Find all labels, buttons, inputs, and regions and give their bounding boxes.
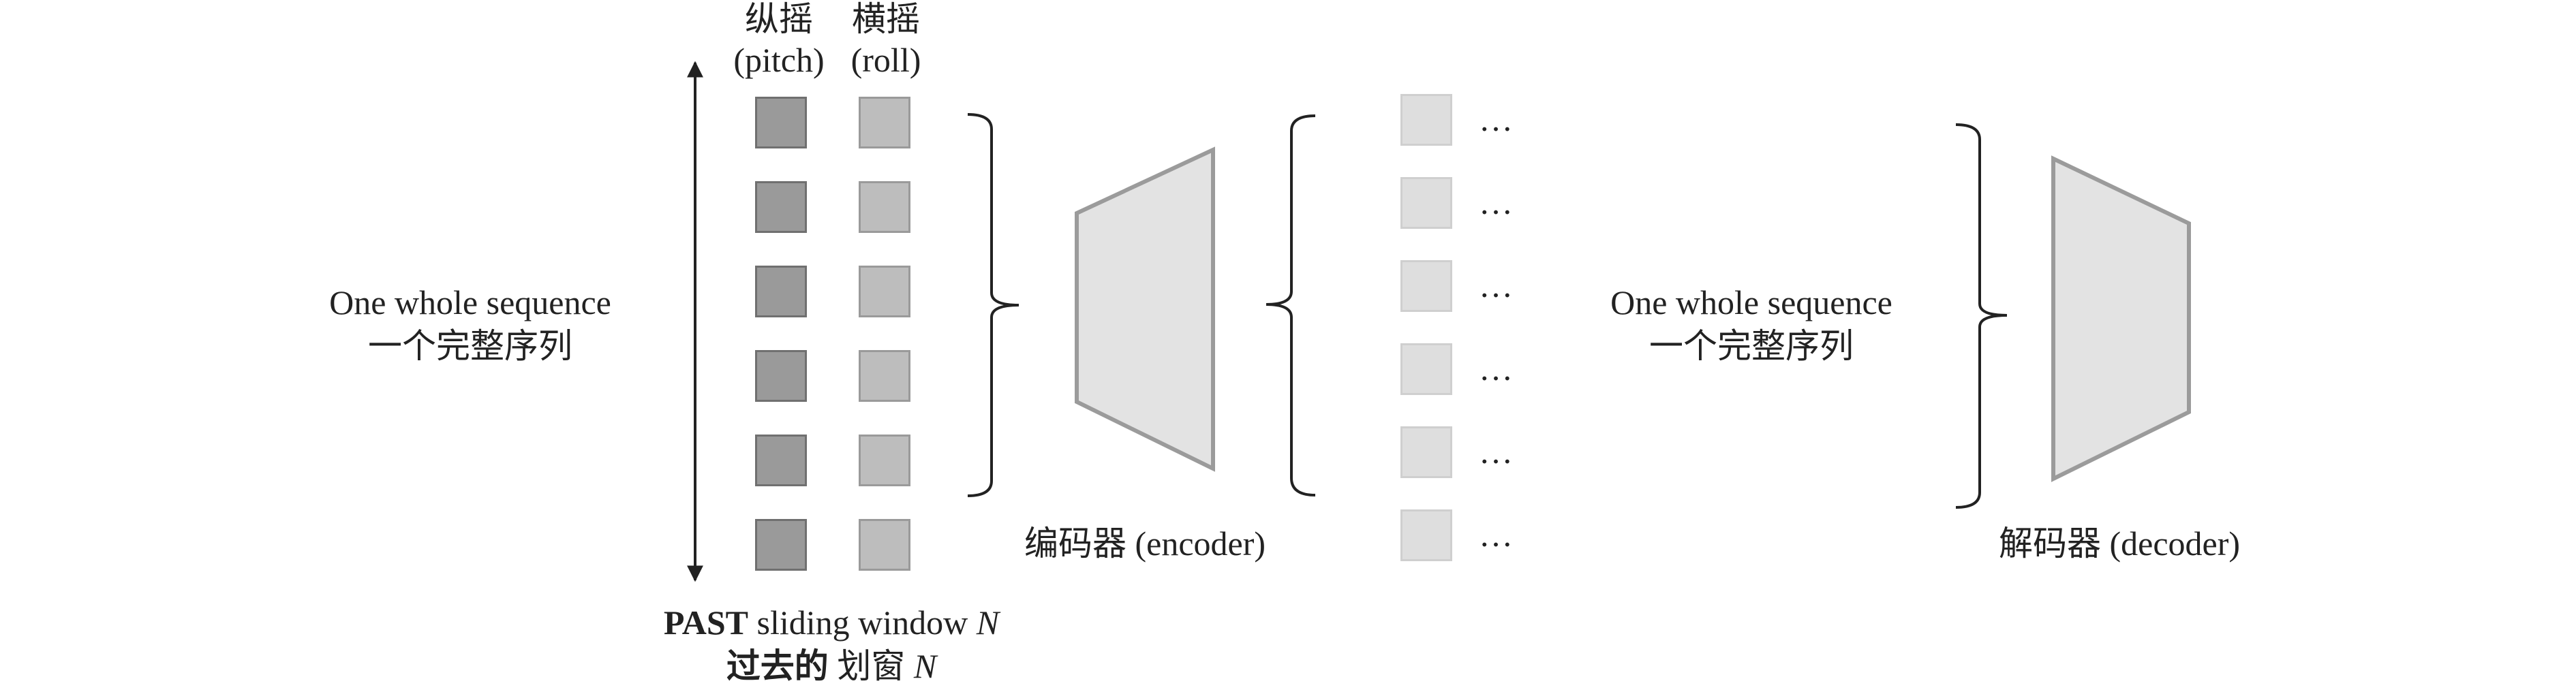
decoder-sequence-label-cn: 一个完整序列: [1649, 327, 1854, 365]
latent-cell: [1400, 509, 1452, 561]
latent-cell: [1400, 177, 1452, 229]
pitch-cell: [755, 519, 807, 571]
roll-cell: [859, 97, 910, 148]
window-label-en: PAST sliding window N: [607, 602, 1056, 643]
encoder-label: 编码器 (encoder): [1024, 524, 1266, 563]
pitch-cell: [755, 97, 807, 148]
latent-dots: …: [1479, 432, 1514, 471]
roll-cell: [859, 350, 910, 402]
decoder-trapezoid: [2051, 155, 2191, 482]
pitch-header-en: (pitch): [733, 41, 825, 79]
window-label-cn: 过去的 划窗 N: [607, 646, 1056, 687]
roll-header-en: (roll): [850, 41, 921, 79]
latent-dots: …: [1479, 516, 1514, 554]
decoder-brace: [1955, 123, 2008, 509]
window-label-en-text: sliding window: [756, 603, 968, 642]
latent-cell: [1400, 94, 1452, 146]
latent-dots: …: [1479, 349, 1514, 388]
latent-cell: [1400, 426, 1452, 478]
input-brace: [967, 113, 1019, 497]
sequence-label-en: One whole sequence: [329, 283, 611, 321]
roll-cell: [859, 519, 910, 571]
pitch-header-cn: 纵摇: [745, 0, 813, 38]
latent-brace: [1266, 114, 1316, 496]
latent-cell: [1400, 260, 1452, 312]
latent-cell: [1400, 343, 1452, 395]
roll-cell: [859, 435, 910, 486]
encoder-trapezoid: [1075, 146, 1215, 472]
window-label-cn-text: 划窗: [837, 647, 906, 685]
roll-cell: [859, 181, 910, 233]
pitch-cell: [755, 266, 807, 317]
window-label-en-var: N: [976, 603, 1000, 642]
latent-dots: …: [1479, 100, 1514, 138]
roll-header-cn: 横摇: [852, 0, 920, 38]
roll-cell: [859, 266, 910, 317]
pitch-cell: [755, 435, 807, 486]
pitch-cell: [755, 181, 807, 233]
sequence-label-cn: 一个完整序列: [368, 327, 572, 365]
window-label-cn-var: N: [913, 647, 937, 685]
pitch-cell: [755, 350, 807, 402]
latent-dots: …: [1479, 266, 1514, 304]
window-label-cn-bold: 过去的: [726, 647, 829, 685]
window-label-en-bold: PAST: [663, 603, 748, 642]
decoder-label: 解码器 (decoder): [1998, 524, 2241, 563]
latent-dots: …: [1479, 183, 1514, 221]
decoder-sequence-label-en: One whole sequence: [1610, 283, 1892, 321]
